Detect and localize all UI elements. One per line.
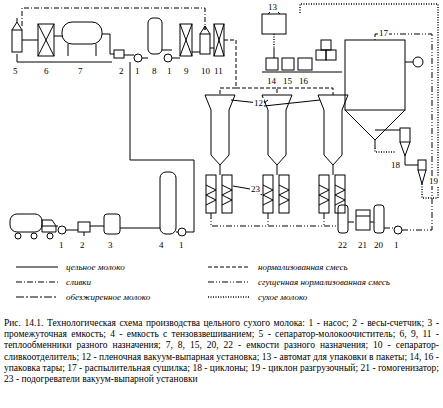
callout-number: 1 [178, 240, 185, 250]
callout-number: 1 [58, 240, 65, 250]
callout-number: 16 [298, 76, 309, 86]
legend-line-sample [14, 262, 60, 272]
callout-number: 10 [200, 66, 211, 76]
callout-number: 12 [253, 98, 264, 108]
callout-number: 22 [337, 240, 348, 250]
callout-number: 1 [166, 66, 173, 76]
legend-text: цельное молоко [66, 262, 125, 272]
legend-line-sample [206, 277, 252, 287]
callout-number: 2 [79, 240, 86, 250]
legend-line-sample [14, 292, 60, 302]
callout-number: 20 [373, 240, 384, 250]
callout-number: 3 [107, 240, 114, 250]
callout-number: 7 [77, 66, 84, 76]
callout-number: 21 [357, 240, 368, 250]
callout-number: 2 [118, 66, 125, 76]
callout-number: 15 [282, 76, 293, 86]
callout-number: 17 [378, 28, 389, 38]
legend-line-sample [206, 262, 252, 272]
legend-line-sample [206, 292, 252, 302]
callout-number: 1 [134, 66, 141, 76]
legend-text: сухое молоко [258, 292, 307, 302]
callout-number: 8 [151, 66, 158, 76]
legend-text: сгущенная нормализованная смесь [258, 277, 390, 287]
callout-number: 5 [12, 66, 19, 76]
callout-number: 11 [213, 66, 224, 76]
callout-number: 9 [183, 66, 190, 76]
callout-number: 23 [250, 184, 261, 194]
callout-number: 18 [390, 160, 401, 170]
callout-number: 4 [158, 240, 165, 250]
legend-text: обезжиренное молоко [66, 292, 150, 302]
legend-line-sample [14, 277, 60, 287]
callout-number: 19 [428, 176, 439, 186]
callout-number: 6 [43, 66, 50, 76]
callout-number: 1 [393, 240, 400, 250]
callout-number: 14 [266, 76, 277, 86]
legend-text: нормализованная смесь [258, 262, 348, 272]
callout-number: 13 [267, 2, 278, 12]
figure-caption: Рис. 14.1. Технологическая схема произво… [4, 318, 439, 385]
legend-text: сливки [66, 277, 91, 287]
